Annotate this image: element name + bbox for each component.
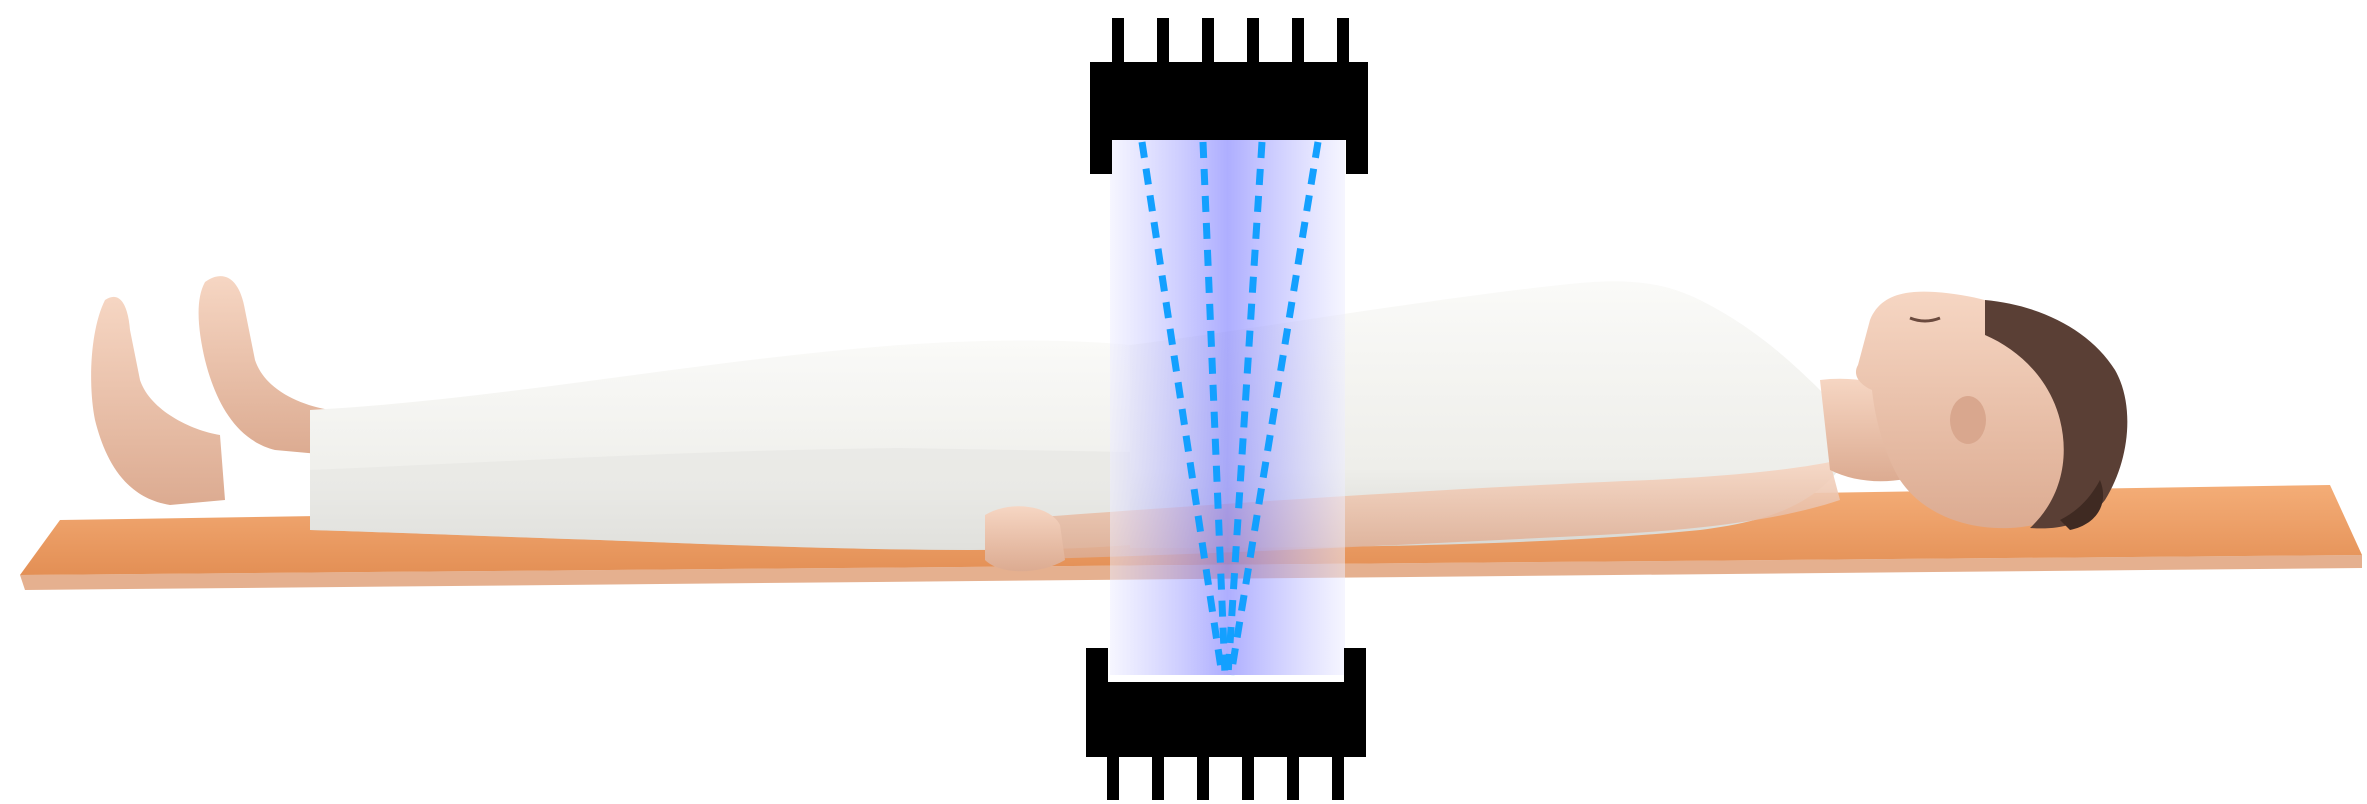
ear	[1950, 396, 1986, 444]
radiation-beam	[1110, 140, 1345, 675]
